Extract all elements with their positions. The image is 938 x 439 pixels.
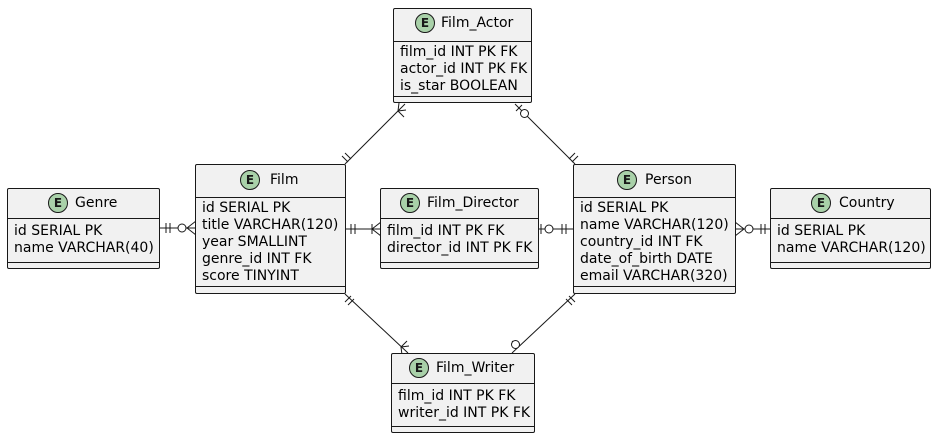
exactly-one-marker	[571, 155, 579, 163]
divider	[394, 41, 531, 42]
entity-film-director[interactable]: E Film_Director film_id INT PK FK direct…	[380, 188, 539, 269]
exactly-one-marker	[568, 295, 576, 303]
divider	[771, 262, 930, 263]
entity-title: Person	[645, 172, 693, 188]
divider	[574, 286, 735, 287]
entity-badge-icon: E	[400, 193, 420, 213]
attribute: name VARCHAR(40)	[14, 240, 154, 256]
entity-film[interactable]: E Film id SERIAL PK title VARCHAR(120) y…	[195, 164, 346, 294]
divider	[574, 197, 735, 198]
exactly-one-marker	[344, 295, 352, 303]
relationship-person-film-director	[538, 224, 574, 234]
attribute: name VARCHAR(120)	[777, 240, 926, 256]
entity-header: E Genre	[8, 189, 159, 222]
attribute-list: film_id INT PK FK actor_id INT PK FK is_…	[400, 44, 527, 95]
entity-header: E Film_Actor	[394, 9, 531, 42]
attribute: genre_id INT FK	[202, 251, 312, 267]
attribute: writer_id INT PK FK	[398, 405, 531, 421]
divider	[392, 383, 534, 384]
attribute: film_id INT PK FK	[400, 44, 518, 60]
relationship-genre-film	[160, 220, 197, 236]
entity-header: E Film_Director	[381, 189, 538, 222]
one-or-many-marker	[397, 110, 405, 118]
relationship-person-film-actor	[514, 103, 579, 165]
attribute: id SERIAL PK	[777, 223, 866, 239]
attribute: country_id INT FK	[580, 234, 703, 250]
divider	[381, 262, 538, 263]
attribute: id SERIAL PK	[580, 200, 669, 216]
attribute: film_id INT PK FK	[398, 388, 516, 404]
relationship-film-film-actor	[341, 102, 407, 165]
zero-or-one-marker	[515, 104, 523, 112]
entity-header: E Film_Writer	[392, 354, 534, 387]
entity-title: Film_Director	[427, 195, 519, 211]
entity-header: E Country	[771, 189, 930, 222]
attribute-list: id SERIAL PK title VARCHAR(120) year SMA…	[202, 200, 338, 285]
zero-or-many-marker	[734, 221, 745, 230]
entity-person[interactable]: E Person id SERIAL PK name VARCHAR(120) …	[573, 164, 736, 294]
entity-genre[interactable]: E Genre id SERIAL PK name VARCHAR(40)	[7, 188, 160, 269]
divider	[196, 197, 345, 198]
divider	[8, 262, 159, 263]
attribute: year SMALLINT	[202, 234, 307, 250]
divider	[196, 286, 345, 287]
relationship-country-person	[734, 221, 771, 237]
attribute-list: film_id INT PK FK director_id INT PK FK	[387, 223, 532, 257]
relationship-person-film-writer	[511, 293, 576, 354]
attribute-list: id SERIAL PK name VARCHAR(120) country_i…	[580, 200, 729, 285]
attribute-list: id SERIAL PK name VARCHAR(120)	[777, 223, 926, 257]
relationship-film-film-writer	[344, 293, 410, 356]
entity-title: Country	[839, 195, 895, 211]
attribute: date_of_birth DATE	[580, 251, 713, 267]
attribute: email VARCHAR(320)	[580, 268, 728, 284]
attribute: name VARCHAR(120)	[580, 217, 729, 233]
attribute-list: id SERIAL PK name VARCHAR(40)	[14, 223, 154, 257]
divider	[392, 426, 534, 427]
relationship-film-film-director	[345, 221, 382, 237]
attribute: id SERIAL PK	[202, 200, 291, 216]
divider	[771, 218, 930, 219]
attribute: director_id INT PK FK	[387, 240, 533, 256]
attribute: title VARCHAR(120)	[202, 217, 339, 233]
entity-film-writer[interactable]: E Film_Writer film_id INT PK FK writer_i…	[391, 353, 535, 433]
entity-title: Genre	[75, 195, 118, 211]
attribute: id SERIAL PK	[14, 223, 103, 239]
entity-badge-icon: E	[240, 170, 260, 190]
entity-country[interactable]: E Country id SERIAL PK name VARCHAR(120)	[770, 188, 931, 269]
attribute: film_id INT PK FK	[387, 223, 505, 239]
entity-title: Film_Writer	[436, 360, 515, 376]
entity-badge-icon: E	[811, 193, 831, 213]
entity-title: Film	[270, 172, 299, 188]
entity-badge-icon: E	[409, 358, 429, 378]
one-or-many-marker	[400, 340, 408, 348]
entity-header: E Film	[196, 165, 345, 198]
divider	[381, 218, 538, 219]
attribute: score TINYINT	[202, 268, 299, 284]
entity-badge-icon: E	[617, 170, 637, 190]
entity-title: Film_Actor	[441, 15, 514, 31]
attribute-list: film_id INT PK FK writer_id INT PK FK	[398, 388, 530, 422]
attribute: actor_id INT PK FK	[400, 61, 528, 77]
entity-badge-icon: E	[415, 13, 435, 33]
divider	[8, 218, 159, 219]
attribute: is_star BOOLEAN	[400, 78, 518, 94]
entity-header: E Person	[574, 165, 735, 198]
divider	[394, 96, 531, 97]
entity-badge-icon: E	[48, 193, 68, 213]
entity-film-actor[interactable]: E Film_Actor film_id INT PK FK actor_id …	[393, 8, 532, 103]
zero-or-many-marker	[177, 223, 187, 233]
exactly-one-marker	[341, 155, 349, 163]
